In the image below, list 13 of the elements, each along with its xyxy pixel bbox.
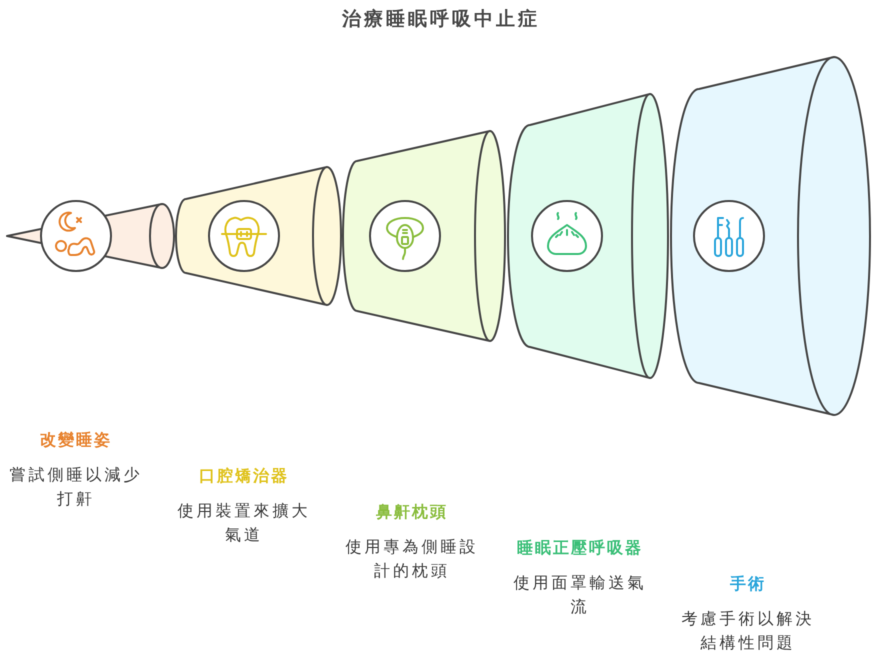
step-description: 使用面罩輸送氣流 — [512, 572, 648, 618]
step-heading: 睡眠正壓呼吸器 — [516, 537, 644, 559]
step-description: 考慮手術以解決結構性問題 — [680, 608, 816, 654]
diagram-title: 治療睡眠呼吸中止症 — [340, 7, 541, 32]
cone-segment — [507, 93, 669, 379]
step-heading: 鼻鼾枕頭 — [375, 501, 449, 523]
step-description: 使用專為側睡設計的枕頭 — [344, 536, 480, 582]
step-description: 使用裝置來擴大氣道 — [176, 500, 312, 546]
step-heading: 改變睡姿 — [39, 429, 113, 451]
step-heading: 口腔矯治器 — [198, 465, 290, 487]
step-heading: 手術 — [729, 573, 767, 595]
cone-segment — [670, 56, 871, 416]
step-description: 嘗試側睡以減少打鼾 — [8, 464, 144, 510]
